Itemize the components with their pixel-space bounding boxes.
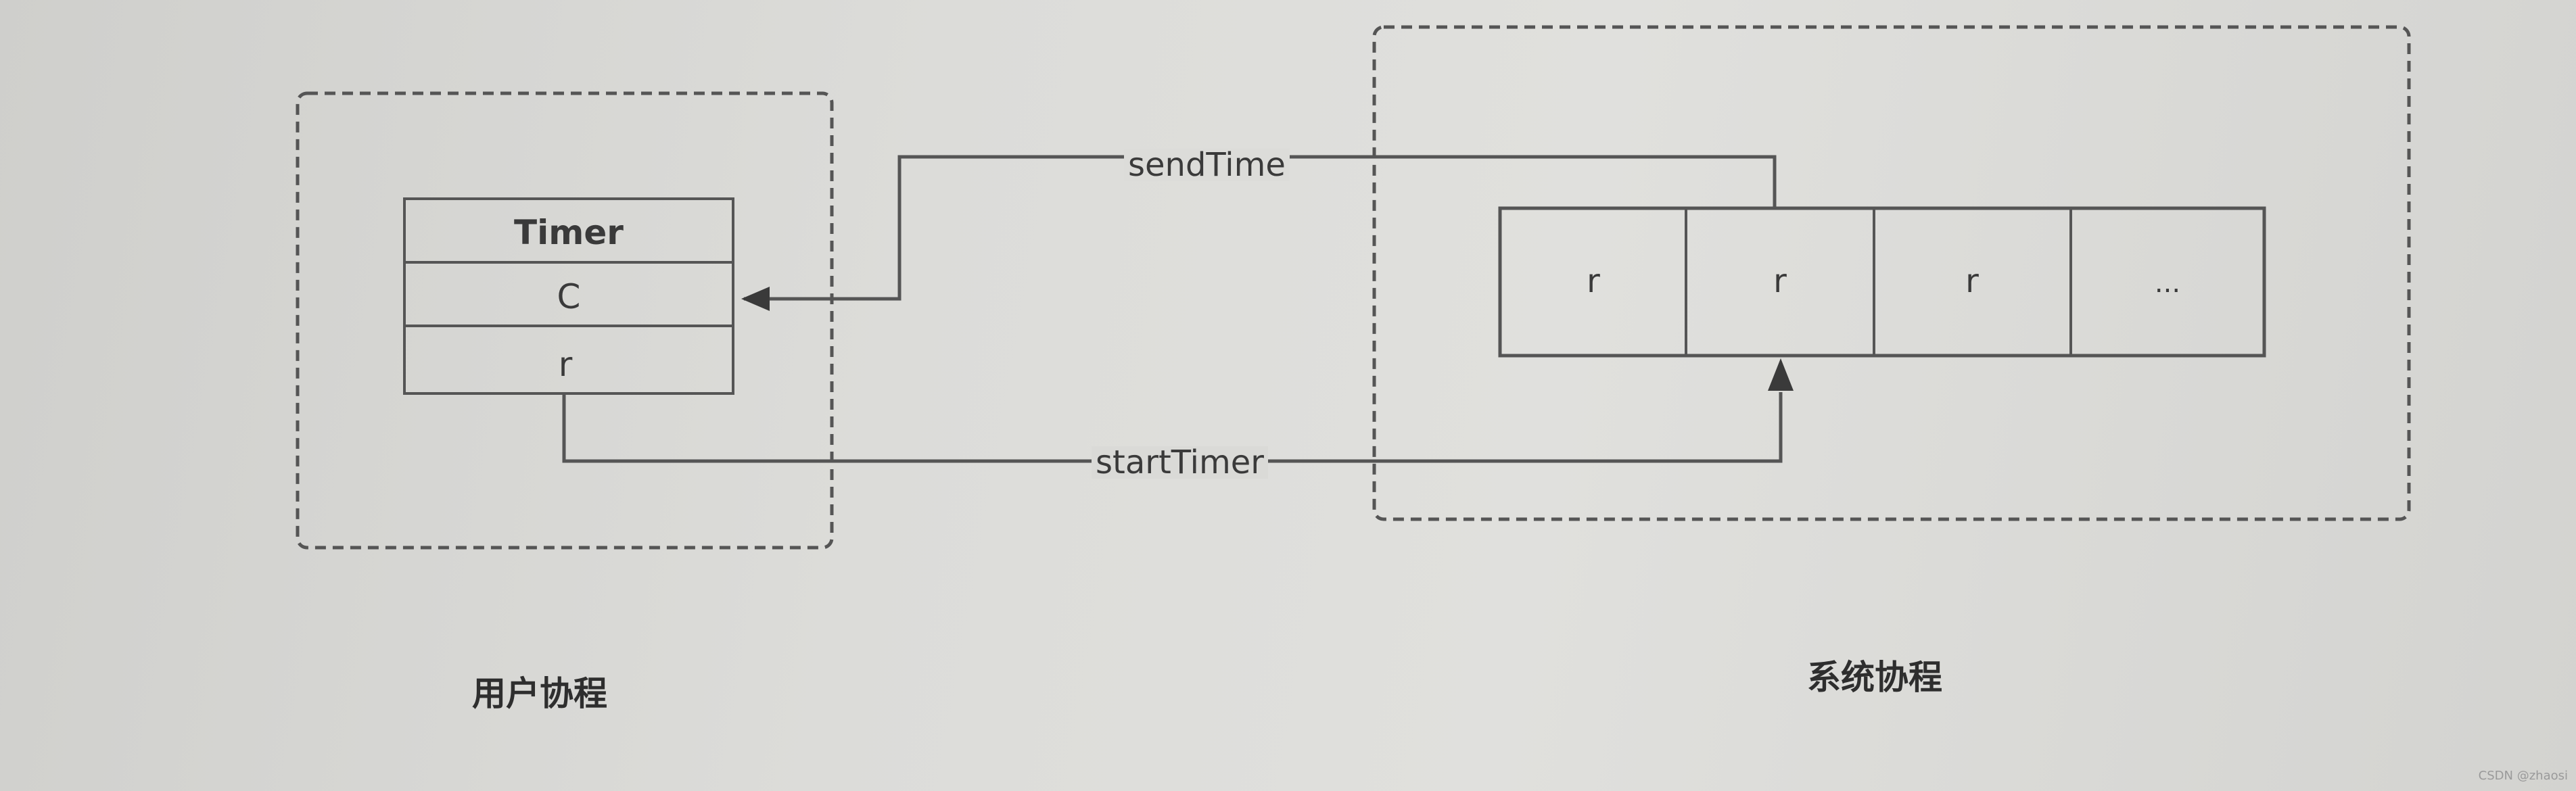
user-coroutine-label: 用户协程 (472, 674, 607, 713)
send-time-label: sendTime (1124, 149, 1290, 181)
system-coroutine-boundary (1372, 25, 2411, 521)
timer-struct: Timer C r (403, 197, 734, 395)
timer-title: Timer (514, 213, 624, 252)
timer-field-c: C (557, 277, 581, 316)
timer-queue-frame (1498, 206, 2266, 358)
system-coroutine-label: 系统协程 (1807, 658, 1942, 697)
send-time-arrowhead (741, 287, 770, 311)
timer-field-r: r (559, 345, 573, 384)
timer-field-r-cell (403, 325, 734, 395)
send-time-arrow (743, 155, 1777, 302)
watermark: CSDN @zhaosi (2478, 769, 2568, 783)
queue-cell: ... (2155, 268, 2180, 299)
start-timer-label: startTimer (1092, 446, 1268, 479)
queue-cell: r (1965, 262, 1979, 300)
user-coroutine-boundary (296, 91, 834, 550)
start-timer-arrowhead (1768, 358, 1794, 391)
queue-cell: r (1587, 262, 1600, 300)
timer-queue: r r r ... (1498, 206, 2266, 358)
queue-cell: r (1773, 262, 1787, 300)
